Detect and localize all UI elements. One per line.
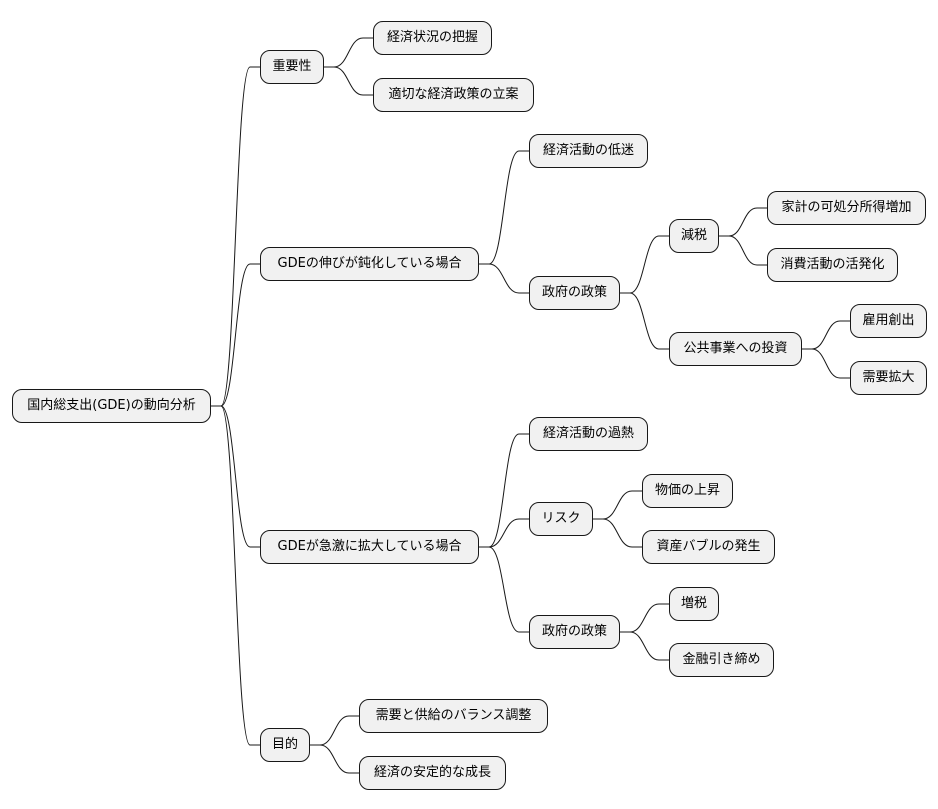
- connector-slowdown-node: [211, 263, 260, 407]
- connector-tax-cut-node: [620, 235, 669, 294]
- connector-demand-expansion-node: [802, 348, 850, 379]
- connector-slowdown-activity-node: [479, 150, 529, 265]
- price-rise-node[interactable]: 物価の上昇: [642, 474, 733, 508]
- slowdown-node[interactable]: GDEの伸びが鈍化している場合: [260, 247, 479, 281]
- connector-slowdown-policy-node: [479, 263, 529, 294]
- consumption-activation-node[interactable]: 消費活動の活発化: [767, 248, 898, 282]
- tax-cut-node[interactable]: 減税: [669, 219, 719, 253]
- connector-stable-growth-node: [310, 744, 359, 774]
- supply-demand-balance-node[interactable]: 需要と供給のバランス調整: [359, 699, 548, 733]
- connector-tax-increase-node: [620, 603, 669, 633]
- overheating-node[interactable]: 経済活動の過熱: [529, 417, 648, 451]
- tax-increase-node[interactable]: 増税: [669, 587, 719, 621]
- connector-monetary-tightening-node: [620, 631, 669, 661]
- connector-job-creation-node: [802, 320, 850, 350]
- connector-importance-policy-planning-node: [324, 66, 373, 96]
- public-investment-node[interactable]: 公共事業への投資: [669, 332, 802, 366]
- connector-public-investment-node: [620, 292, 669, 350]
- connector-importance-grasp-node: [324, 37, 373, 68]
- connector-disposable-income-node: [719, 207, 767, 237]
- connector-overheating-node: [479, 433, 529, 548]
- demand-expansion-node[interactable]: 需要拡大: [850, 361, 927, 395]
- connector-consumption-activation-node: [719, 235, 767, 266]
- disposable-income-node[interactable]: 家計の可処分所得増加: [767, 191, 926, 225]
- risk-node[interactable]: リスク: [529, 502, 593, 536]
- connector-price-rise-node: [593, 490, 642, 520]
- stable-growth-node[interactable]: 経済の安定的な成長: [359, 756, 506, 790]
- job-creation-node[interactable]: 雇用創出: [850, 304, 927, 338]
- importance-policy-planning-node[interactable]: 適切な経済政策の立案: [373, 78, 534, 112]
- connector-importance-node: [211, 66, 260, 407]
- connector-supply-demand-balance-node: [310, 715, 359, 746]
- asset-bubble-node[interactable]: 資産バブルの発生: [642, 530, 775, 564]
- expansion-node[interactable]: GDEが急激に拡大している場合: [260, 530, 479, 564]
- connector-asset-bubble-node: [593, 518, 642, 548]
- connector-expansion-node: [211, 405, 260, 548]
- slowdown-activity-node[interactable]: 経済活動の低迷: [529, 134, 648, 168]
- slowdown-policy-node[interactable]: 政府の政策: [529, 276, 620, 310]
- purpose-node[interactable]: 目的: [260, 728, 310, 762]
- importance-node[interactable]: 重要性: [260, 50, 324, 84]
- expansion-policy-node[interactable]: 政府の政策: [529, 615, 620, 649]
- importance-grasp-node[interactable]: 経済状況の把握: [373, 21, 492, 55]
- root-node[interactable]: 国内総支出(GDE)の動向分析: [12, 389, 211, 423]
- connector-expansion-policy-node: [479, 546, 529, 633]
- connector-purpose-node: [211, 405, 260, 746]
- connector-risk-node: [479, 518, 529, 548]
- monetary-tightening-node[interactable]: 金融引き締め: [669, 643, 774, 677]
